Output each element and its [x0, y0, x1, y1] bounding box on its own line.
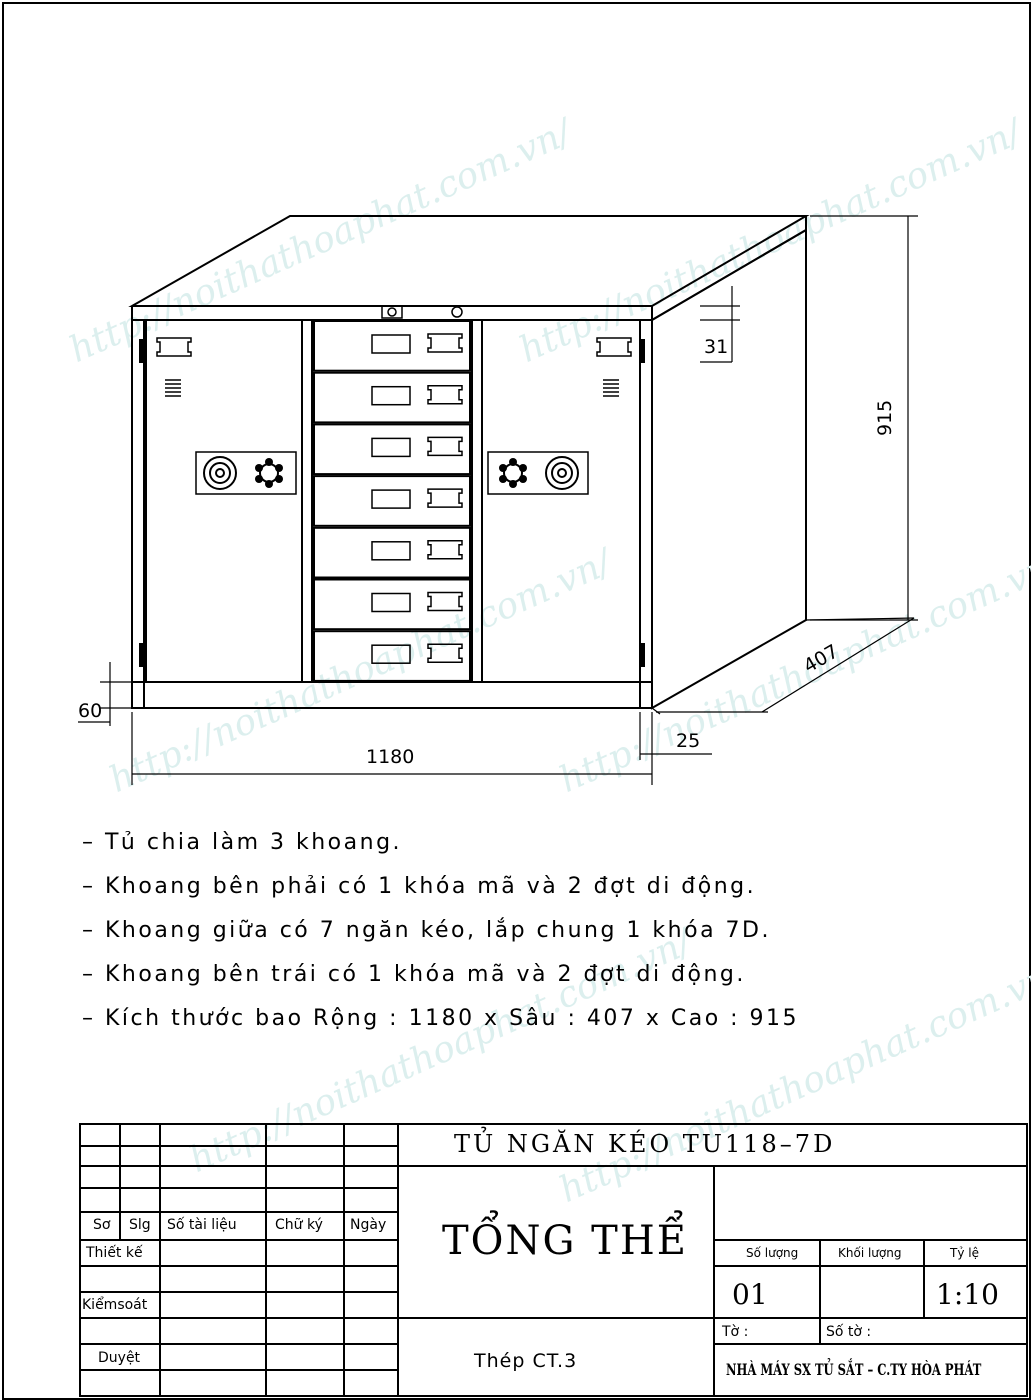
drawer-label-holder — [371, 437, 411, 458]
so-luong-label: Số lượng — [746, 1246, 799, 1260]
dim-width-label: 1180 — [366, 746, 415, 768]
dimension-lines — [78, 215, 918, 785]
so-to-label: Số tờ : — [826, 1324, 872, 1340]
drawer-front — [313, 423, 471, 476]
drawer-handle — [427, 384, 463, 405]
so-luong-value: 01 — [732, 1278, 768, 1311]
drawer-front — [313, 630, 471, 682]
company-name: NHÀ MÁY SX TỦ SẮT – C.TY HÒA PHÁT — [726, 1360, 982, 1379]
role-thiet-ke: Thiết kế — [86, 1245, 143, 1261]
drawers — [313, 320, 471, 682]
dim-offset-label: 25 — [676, 730, 701, 752]
dim-plinth-label: 60 — [78, 700, 103, 722]
ty-le-label: Tỷ lệ — [950, 1246, 979, 1260]
drawer-handle — [427, 488, 463, 508]
drawer-front — [313, 475, 471, 527]
drawer-label-holder — [371, 334, 411, 354]
drawer-label-holder — [371, 489, 411, 509]
note-line: – Tủ chia làm 3 khoang. — [82, 830, 403, 855]
left-lock-plate — [195, 451, 297, 495]
khoi-luong-label: Khối lượng — [838, 1246, 902, 1260]
drawer-front — [313, 371, 471, 424]
drawer-handle — [427, 591, 463, 612]
drawer-handle — [427, 436, 463, 457]
note-line: – Khoang bên trái có 1 khóa mã và 2 đợt … — [82, 962, 746, 987]
product-title: TỦ NGĂN KÉO TU118–7D — [454, 1130, 836, 1158]
to-label: Tờ : — [722, 1324, 749, 1340]
drawer-front — [313, 578, 471, 631]
ty-le-value: 1:10 — [936, 1278, 999, 1311]
drawer-handle — [427, 540, 463, 560]
drawer-handle — [427, 643, 463, 663]
header-so: Sơ — [93, 1217, 111, 1233]
drawer-label-holder — [371, 644, 411, 664]
header-chu-ky: Chữ ký — [275, 1217, 323, 1233]
view-title: TỔNG THỂ — [442, 1218, 688, 1264]
note-line: – Khoang giữa có 7 ngăn kéo, lắp chung 1… — [82, 918, 771, 943]
note-line: – Kích thước bao Rộng : 1180 x Sâu : 407… — [82, 1006, 800, 1031]
drawer-label-holder — [371, 592, 411, 613]
note-line: – Khoang bên phải có 1 khóa mã và 2 đợt … — [82, 874, 757, 899]
header-slg: Slg — [129, 1217, 151, 1233]
drawer-handle — [427, 333, 463, 353]
header-ngay: Ngày — [350, 1217, 387, 1233]
drawer-label-holder — [371, 541, 411, 561]
drawer-label-holder — [371, 385, 411, 406]
material-label: Thép CT.3 — [474, 1350, 578, 1372]
role-duyet: Duyệt — [98, 1350, 141, 1366]
header-so-tai-lieu: Số tài liệu — [167, 1217, 237, 1233]
drawer-front — [313, 526, 471, 579]
dim-top-gap-label: 31 — [704, 336, 729, 358]
role-kiem-soat: Kiểmsoát — [82, 1297, 148, 1313]
drawer-front — [313, 320, 471, 372]
right-lock-plate — [487, 451, 589, 495]
